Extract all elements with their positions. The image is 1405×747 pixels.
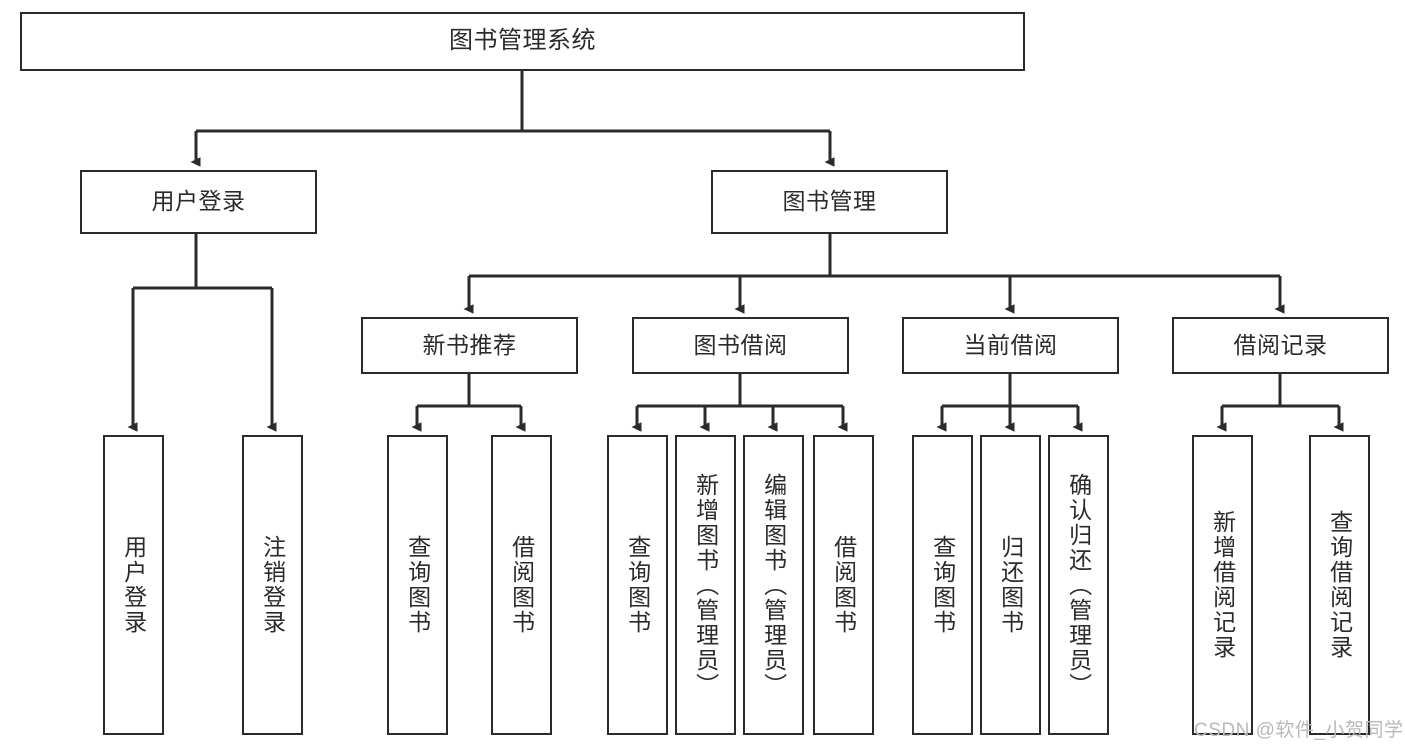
- node-leaf-query-borrow-record[interactable]: 查询借阅记录: [1309, 435, 1370, 735]
- node-leaf-add-borrow-record[interactable]: 新增借阅记录: [1192, 435, 1253, 735]
- node-leaf-borrow-book-2-label: 借阅图书: [830, 535, 857, 635]
- node-leaf-user-login-label: 用户登录: [120, 535, 147, 635]
- node-leaf-borrow-book-2[interactable]: 借阅图书: [813, 435, 874, 735]
- node-leaf-edit-book-label: 编辑图书（管理员）: [760, 472, 787, 698]
- node-root[interactable]: 图书管理系统: [20, 12, 1025, 71]
- node-book-management-label: 图书管理: [782, 188, 877, 215]
- node-leaf-query-book-3-label: 查询图书: [929, 535, 956, 635]
- node-book-management[interactable]: 图书管理: [711, 170, 948, 234]
- node-new-book-recommend[interactable]: 新书推荐: [361, 317, 578, 374]
- node-leaf-add-book[interactable]: 新增图书（管理员）: [675, 435, 736, 735]
- node-leaf-add-book-label: 新增图书（管理员）: [692, 472, 719, 698]
- node-leaf-query-book-2-label: 查询图书: [624, 535, 651, 635]
- node-root-label: 图书管理系统: [449, 27, 596, 55]
- node-user-login-label: 用户登录: [151, 188, 246, 215]
- node-leaf-confirm-return[interactable]: 确认归还（管理员）: [1048, 435, 1109, 735]
- node-leaf-logout-login-label: 注销登录: [259, 535, 286, 635]
- node-leaf-query-book-1-label: 查询图书: [404, 535, 431, 635]
- node-leaf-borrow-book-1-label: 借阅图书: [508, 535, 535, 635]
- node-leaf-confirm-return-label: 确认归还（管理员）: [1065, 472, 1092, 698]
- node-book-borrow[interactable]: 图书借阅: [632, 317, 849, 374]
- node-current-borrow[interactable]: 当前借阅: [902, 317, 1119, 374]
- node-borrow-record-label: 借阅记录: [1233, 331, 1328, 358]
- node-leaf-query-book-3[interactable]: 查询图书: [912, 435, 973, 735]
- node-book-borrow-label: 图书借阅: [693, 331, 788, 358]
- node-leaf-return-book[interactable]: 归还图书: [980, 435, 1041, 735]
- node-leaf-edit-book[interactable]: 编辑图书（管理员）: [743, 435, 804, 735]
- node-user-login[interactable]: 用户登录: [80, 170, 317, 234]
- node-borrow-record[interactable]: 借阅记录: [1172, 317, 1389, 374]
- node-current-borrow-label: 当前借阅: [963, 331, 1058, 358]
- node-leaf-return-book-label: 归还图书: [997, 535, 1024, 635]
- node-leaf-logout-login[interactable]: 注销登录: [242, 435, 303, 735]
- node-new-book-recommend-label: 新书推荐: [422, 331, 517, 358]
- node-leaf-user-login[interactable]: 用户登录: [103, 435, 164, 735]
- node-leaf-borrow-book-1[interactable]: 借阅图书: [491, 435, 552, 735]
- watermark-text: CSDN @软件_小贺同学: [1194, 720, 1404, 741]
- node-leaf-add-borrow-record-label: 新增借阅记录: [1209, 510, 1236, 660]
- node-leaf-query-book-1[interactable]: 查询图书: [387, 435, 448, 735]
- node-leaf-query-book-2[interactable]: 查询图书: [607, 435, 668, 735]
- node-leaf-query-borrow-record-label: 查询借阅记录: [1326, 510, 1353, 660]
